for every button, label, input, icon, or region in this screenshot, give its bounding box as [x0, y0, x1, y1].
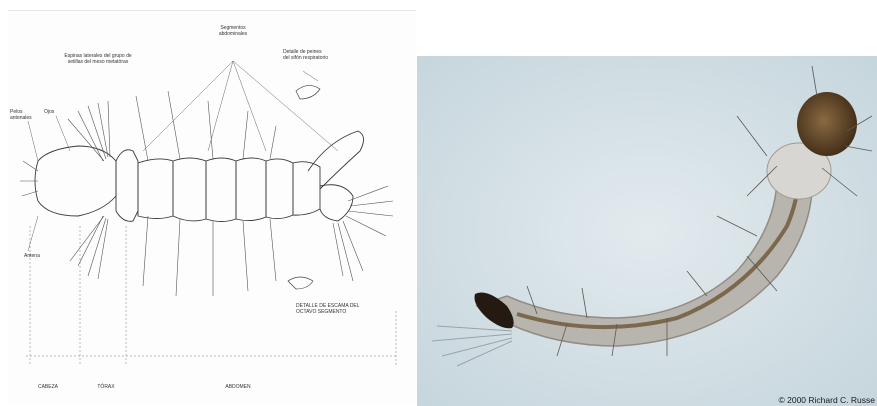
abdomen-label: ABDOMEN	[208, 384, 268, 390]
siphon-detail-label: Detalle de peines del sifón respiratorio	[283, 49, 363, 61]
scale-detail-label: DETALLE DE ESCAMA DEL OCTAVO SEGMENTO	[296, 303, 386, 315]
thorax-label: TÓRAX	[86, 384, 126, 390]
eye-label: Ojos	[44, 109, 64, 115]
spines-label: Espinas laterales del grupo de setillas …	[48, 53, 148, 65]
larva-diagram-panel: Espinas laterales del grupo de setillas …	[8, 10, 416, 403]
larva-drawing	[8, 11, 416, 403]
antennal-hair-label: Pelos antenales	[10, 109, 40, 121]
larva-photo: © 2000 Richard C. Russe	[417, 56, 877, 406]
antenna-label: Antena	[24, 253, 54, 259]
photo-credit: © 2000 Richard C. Russe	[778, 395, 875, 405]
head-label: CABEZA	[28, 384, 68, 390]
larva-photo-drawing	[417, 56, 877, 406]
segments-label: Segmentos abdominales	[203, 25, 263, 37]
